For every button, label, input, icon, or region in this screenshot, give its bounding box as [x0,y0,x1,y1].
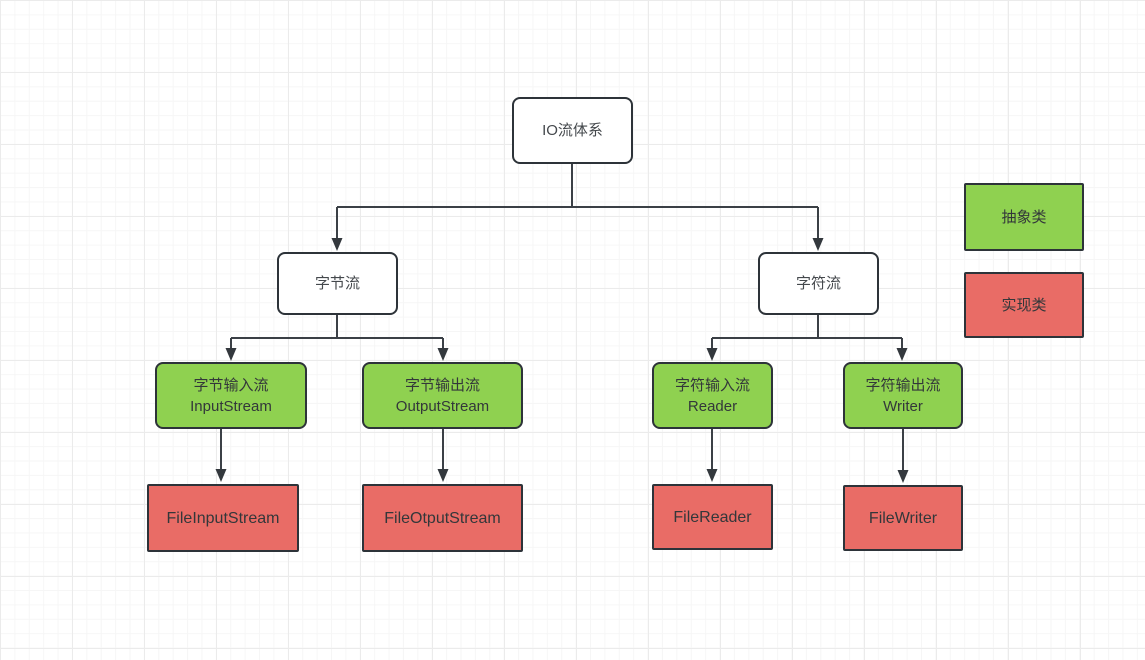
node-label-cn: 字符输出流 [865,376,941,394]
node-label-cn: 字节输出流 [404,376,480,394]
node-reader[interactable]: 字符输入流 Reader [652,362,773,429]
connector-byte-branch[interactable] [225,315,449,361]
node-label-cn: 字符输入流 [674,376,750,394]
node-writer[interactable]: 字符输出流 Writer [843,362,963,429]
node-label-en: Writer [883,397,923,415]
node-filereader[interactable]: FileReader [652,484,773,550]
connector-char-branch[interactable] [706,315,908,361]
node-byte-stream[interactable]: 字节流 [277,252,398,315]
node-label: FileInputStream [166,509,280,527]
node-io-stream-system[interactable]: IO流体系 [512,97,633,164]
legend-label: 实现类 [1001,296,1047,314]
node-label-en: InputStream [190,397,272,415]
connector-writer-filewriter[interactable] [897,429,909,483]
node-filewriter[interactable]: FileWriter [843,485,963,551]
node-label-cn: 字节输入流 [193,376,269,394]
node-label: 字节流 [314,275,360,292]
node-fileinputstream[interactable]: FileInputStream [147,484,299,552]
node-label: IO流体系 [542,122,603,139]
connector-outputstream-fileotputstream[interactable] [437,429,449,482]
node-label: FileReader [673,508,752,526]
node-fileotputstream[interactable]: FileOtputStream [362,484,523,552]
node-label: 字符流 [795,275,841,292]
connector-reader-filereader[interactable] [706,429,718,482]
legend-abstract-class[interactable]: 抽象类 [964,183,1084,251]
node-label-en: Reader [687,397,738,415]
node-label-en: OutputStream [395,397,490,415]
connector-inputstream-fileinputstream[interactable] [215,429,227,482]
node-outputstream[interactable]: 字节输出流 OutputStream [362,362,523,429]
legend-label: 抽象类 [1001,208,1047,226]
node-char-stream[interactable]: 字符流 [758,252,879,315]
node-label: FileWriter [868,509,938,527]
node-inputstream[interactable]: 字节输入流 InputStream [155,362,307,429]
node-label: FileOtputStream [384,509,501,527]
legend-implementation-class[interactable]: 实现类 [964,272,1084,338]
connector-root-branch[interactable] [331,164,824,251]
